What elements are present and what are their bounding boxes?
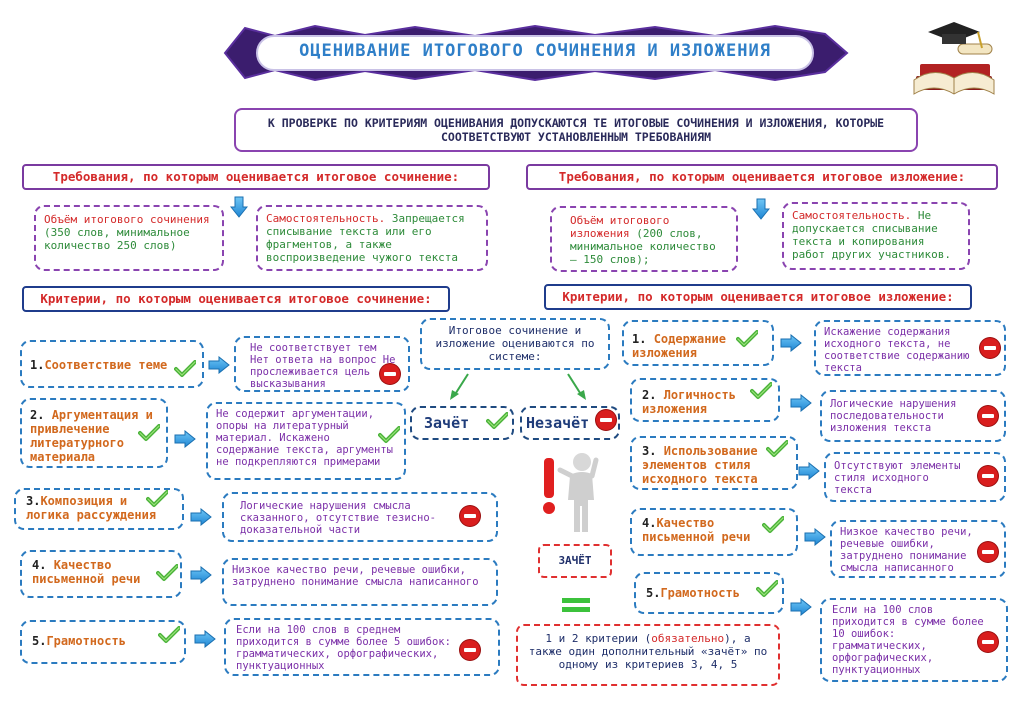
fail-label: Незачёт: [526, 414, 590, 432]
equals-sign: [562, 598, 590, 603]
figure-exclamation-icon: [543, 453, 599, 532]
down-arrow-icon: [752, 198, 770, 220]
arrow-right-icon: [780, 334, 802, 352]
right-volume-box: Объём итогового изложения (200 слов, мин…: [550, 206, 738, 272]
equals-sign-lower: [562, 607, 590, 612]
left-fail-2: Не содержит аргументации, опоры на литер…: [206, 402, 406, 480]
arrow-right-icon: [208, 356, 230, 374]
left-volume-box: Объём итогового сочинения (350 слов, мин…: [34, 205, 224, 271]
left-volume-rest: (350 слов, минимальное количество 250 сл…: [44, 226, 190, 252]
page-title: ОЦЕНИВАНИЕ ИТОГОВОГО СОЧИНЕНИЯ И ИЗЛОЖЕН…: [299, 41, 771, 61]
check-icon: [756, 580, 778, 598]
right-volume-red: Объём итогового изложения: [570, 214, 670, 240]
left-criterion-2: 2. Аргументация и привлечение литературн…: [20, 398, 168, 468]
arrow-right-icon: [190, 508, 212, 526]
right-fail-3: Отсутствуют элементы стиля исходного тек…: [824, 452, 1006, 502]
left-fail-3: Логические нарушения смысла сказанного, …: [222, 492, 498, 542]
right-criterion-3: 3. Использование элементов стиля исходно…: [630, 436, 798, 490]
check-icon: [736, 330, 758, 348]
left-indep-rest: Запрещается списывание текста или его фр…: [266, 212, 465, 264]
stop-icon: [978, 406, 998, 426]
right-volume-rest: (200 слов, минимальное количество – 150 …: [570, 227, 716, 266]
left-criteria-title: Критерии, по которым оценивается итогово…: [22, 286, 450, 312]
check-icon: [138, 424, 160, 442]
left-requirements-title: Требования, по которым оценивается итого…: [22, 164, 490, 190]
stop-icon: [460, 506, 480, 526]
check-icon: [174, 360, 196, 378]
left-fail-1: Не соответствует тем Нет ответа на вопро…: [234, 336, 410, 392]
title-banner: ОЦЕНИВАНИЕ ИТОГОВОГО СОЧИНЕНИЯ И ИЗЛОЖЕН…: [215, 22, 855, 84]
arrow-right-icon: [190, 566, 212, 584]
arrow-right-icon: [790, 598, 812, 616]
stop-icon: [978, 632, 998, 652]
banner-frame: [223, 24, 849, 82]
right-indep-red: Самостоятельность.: [792, 209, 912, 222]
stop-icon: [380, 364, 400, 384]
left-fail-4: Низкое качество речи, речевые ошибки, за…: [222, 558, 498, 606]
check-icon: [762, 516, 784, 534]
books-graduation-cap-icon: [913, 22, 995, 95]
stop-icon: [980, 338, 1000, 358]
right-criterion-4: 4.Качество письменной речи: [630, 508, 798, 556]
zachet-box: ЗАЧЁТ: [538, 544, 612, 578]
right-criterion-2: 2. Логичность изложения: [630, 378, 780, 422]
left-volume-red: Объём итогового сочинения: [44, 213, 210, 226]
system-box: Итоговое сочинение и изложение оценивают…: [420, 318, 610, 370]
left-independence-box: Самостоятельность. Запрещается списывани…: [256, 205, 488, 271]
check-icon: [146, 490, 168, 508]
arrow-right-icon: [798, 462, 820, 480]
arrow-right-icon: [194, 630, 216, 648]
left-fail-5: Если на 100 слов в среднем приходится в …: [224, 618, 500, 676]
arrow-right-icon: [174, 430, 196, 448]
right-requirements-title: Требования, по которым оценивается итого…: [526, 164, 998, 190]
stop-icon: [978, 542, 998, 562]
down-arrow-icon: [230, 196, 248, 218]
left-criterion-3: 3.Композиция и логика рассуждения: [14, 488, 184, 530]
intro-box: К ПРОВЕРКЕ ПО КРИТЕРИЯМ ОЦЕНИВАНИЯ ДОПУС…: [234, 108, 918, 152]
left-indep-red: Самостоятельность.: [266, 212, 386, 225]
right-fail-5: Если на 100 слов приходится в сумме боле…: [820, 598, 1008, 682]
check-icon: [378, 426, 400, 444]
right-criteria-title: Критерии, по которым оценивается итогово…: [544, 284, 972, 310]
check-icon: [156, 564, 178, 582]
right-indep-rest: Не допускается списывание текста и копир…: [792, 209, 951, 261]
stop-icon: [460, 640, 480, 660]
left-criterion-5: 5.Грамотность: [20, 620, 186, 664]
pass-label: Зачёт: [424, 414, 470, 432]
right-fail-2: Логические нарушения последовательности …: [820, 390, 1006, 442]
stop-icon: [596, 410, 616, 430]
intro-text: К ПРОВЕРКЕ ПО КРИТЕРИЯМ ОЦЕНИВАНИЯ ДОПУС…: [267, 116, 885, 144]
stop-icon: [978, 466, 998, 486]
right-fail-1: Искажение содержания исходного текста, н…: [814, 320, 1006, 376]
left-criterion-4: 4. Качество письменной речи: [20, 550, 182, 598]
check-icon: [766, 440, 788, 458]
right-independence-box: Самостоятельность. Не допускается списыв…: [782, 202, 970, 270]
arrow-down-left-icon: [450, 373, 469, 400]
arrow-right-icon: [804, 528, 826, 546]
right-criterion-5: 5.Грамотность: [634, 572, 784, 614]
check-icon: [750, 382, 772, 400]
check-icon: [158, 626, 180, 644]
right-fail-4: Низкое качество речи, речевые ошибки, за…: [830, 520, 1006, 578]
arrow-right-icon: [790, 394, 812, 412]
left-criterion-1: 1.Соответствие теме: [20, 340, 204, 388]
check-icon: [486, 412, 508, 430]
arrow-down-right-icon: [567, 373, 586, 400]
rule-box: 1 и 2 критерии (обязательно), а также од…: [516, 624, 780, 686]
